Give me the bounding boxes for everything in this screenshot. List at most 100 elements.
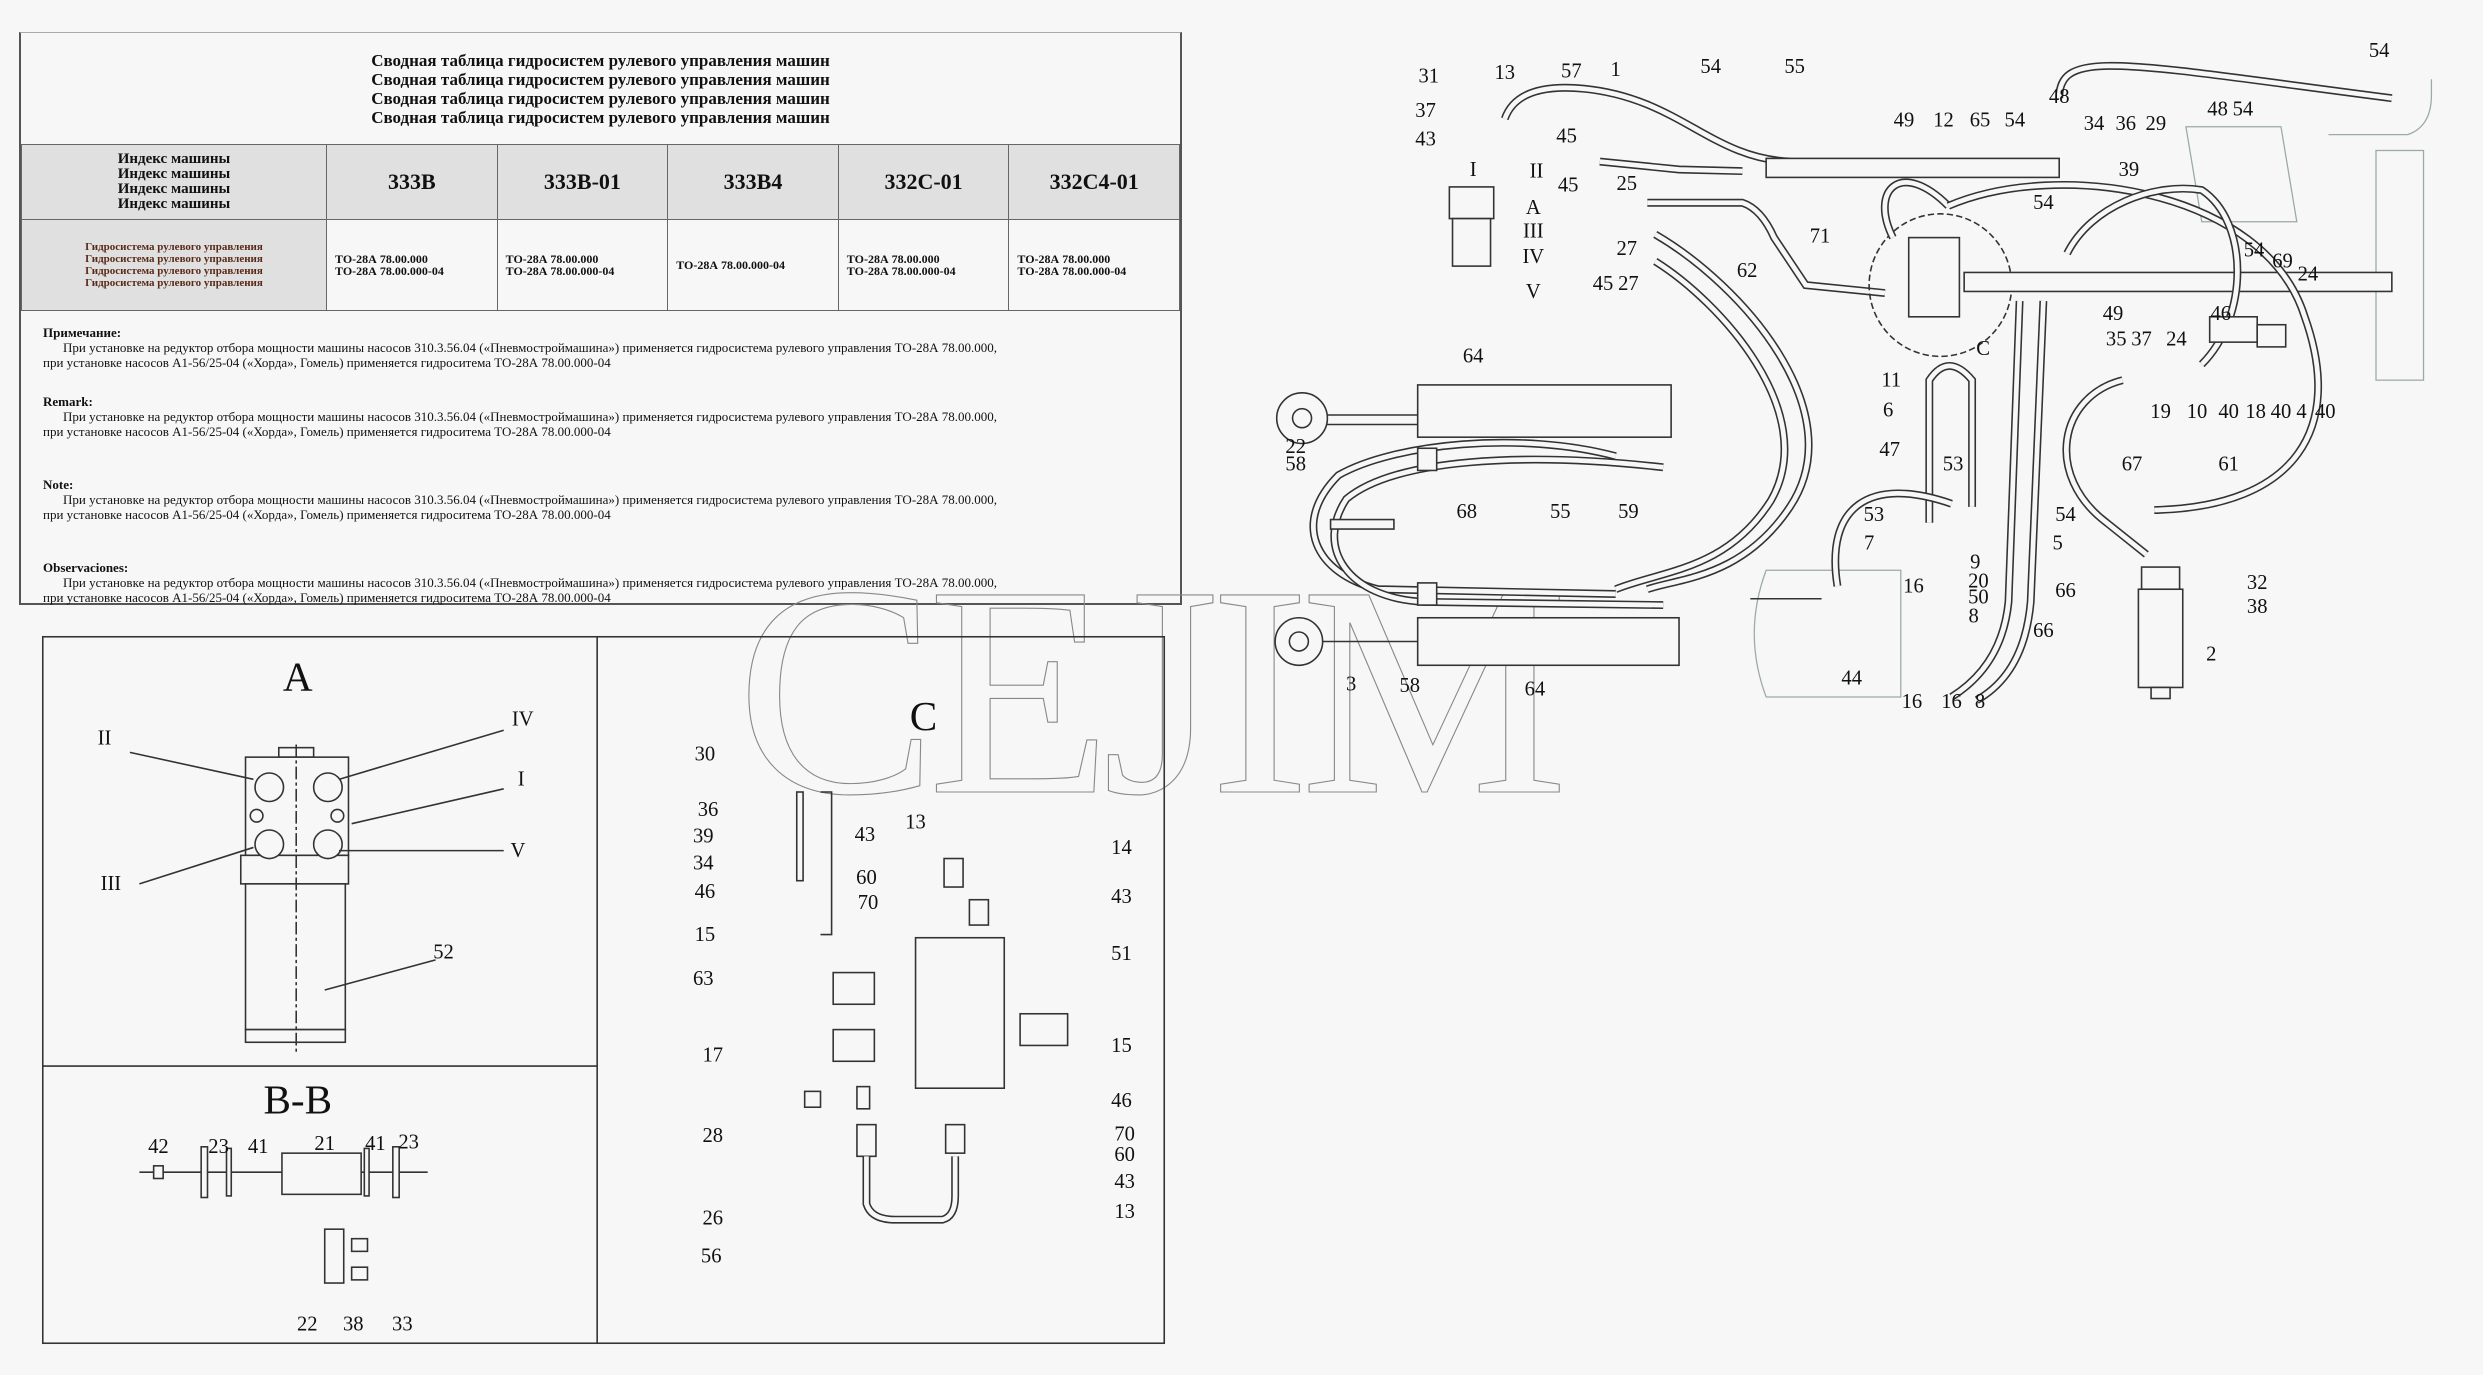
hose-59 [1646, 231, 1813, 593]
cell-line: ТО-28А 78.00.000 [846, 252, 940, 266]
callout-label: V [511, 840, 526, 862]
table-title: Сводная таблица гидросистем рулевого упр… [21, 33, 1180, 144]
details-frame [41, 635, 1166, 1345]
callout-label: 33 [392, 1314, 413, 1336]
table-cell: ТО-28А 78.00.000-04 [667, 219, 839, 311]
note-text: При установке на редуктор отбора мощност… [63, 409, 998, 424]
title-line: Сводная таблица гидросистем рулевого упр… [371, 50, 830, 70]
callout-label: 61 [2218, 453, 2239, 475]
callout-label: 54 [1700, 56, 1721, 78]
callout-label: 13 [905, 811, 926, 833]
cell-line: ТО-28А 78.00.000 [505, 252, 599, 266]
header-label-line: Индекс машины [117, 196, 231, 212]
steering-unit [1448, 186, 1495, 220]
callout-label: 53 [1943, 453, 1964, 475]
callout-label: 43 [1114, 1171, 1135, 1193]
callout-label: 60 [856, 867, 877, 889]
callout-label: 47 [1879, 439, 1900, 461]
callout-label: 56 [701, 1245, 722, 1267]
callout-label: 21 [314, 1133, 335, 1155]
summary-table: Сводная таблица гидросистем рулевого упр… [19, 32, 1182, 605]
steering-system-label: Гидросистема рулевого управления Гидроси… [21, 219, 327, 311]
callout-label: 46 [695, 881, 716, 903]
header-label-line: Индекс машины [117, 166, 231, 182]
callout-label: 48 [2049, 86, 2070, 108]
callout-label: II [1530, 160, 1544, 182]
callout-label: 22 [297, 1314, 318, 1336]
hose-49 [1946, 181, 2323, 515]
view-a-steering-unit [129, 729, 504, 1054]
note-text: при установке насосов А1-56/25-04 («Хорд… [43, 355, 611, 370]
callout-label: 55 [1550, 501, 1571, 523]
callout-label: 58 [1285, 453, 1306, 475]
callout-label: 51 [1111, 943, 1132, 965]
callout-label: 5 [2052, 533, 2062, 555]
hose-58 [1309, 438, 1617, 598]
callout-label: 62 [1737, 260, 1758, 282]
note-text: При установке на редуктор отбора мощност… [63, 575, 998, 590]
callout-label: 14 [1111, 837, 1132, 859]
note-ru: Примечание:При установке на редуктор отб… [43, 325, 1180, 370]
callout-label: 59 [1618, 501, 1639, 523]
callout-label: 43 [1415, 129, 1436, 151]
cell-line: ТО-28А 78.00.000-04 [1017, 264, 1127, 278]
note-es: Observaciones:При установке на редуктор … [43, 560, 1180, 605]
callout-label: 43 [1111, 886, 1132, 908]
view-c-valve [795, 791, 1069, 1224]
callout-label: 70 [858, 892, 879, 914]
callout-label: 35 [2106, 328, 2127, 350]
view-bb-title: B-B [263, 1077, 332, 1123]
callout-label: 34 [693, 853, 714, 875]
callout-label: II [98, 727, 112, 749]
callout-label: C [1976, 338, 1990, 360]
callout-label: 30 [695, 743, 716, 765]
view-c-title: C [910, 693, 937, 739]
callout-label: 20 [1968, 571, 1989, 593]
callout-label: 53 [1864, 504, 1885, 526]
table-row: Гидросистема рулевого управления Гидроси… [21, 219, 1180, 311]
callout-label: 45 [1558, 175, 1579, 197]
callout-label: 34 [2084, 113, 2105, 135]
callout-label: 16 [1941, 691, 1962, 713]
callout-label: 40 [2218, 401, 2239, 423]
filter-2 [2137, 588, 2184, 689]
callout-label: 64 [1525, 678, 1546, 700]
callout-label: 41 [365, 1133, 386, 1155]
note-text: При установке на редуктор отбора мощност… [63, 340, 998, 355]
callout-label: 26 [703, 1207, 724, 1229]
note-heading: Примечание: [43, 325, 122, 340]
note-text: При установке на редуктор отбора мощност… [63, 492, 998, 507]
cell-line: ТО-28А 78.00.000-04 [676, 258, 786, 272]
callout-label: 49 [1894, 110, 1915, 132]
model-header: 333B4 [667, 144, 839, 220]
hose-48 [2055, 61, 2393, 103]
hose-62 [1647, 198, 1886, 297]
note-heading: Remark: [43, 394, 93, 409]
callout-label: 41 [248, 1136, 269, 1158]
callout-label: 44 [1841, 667, 1862, 689]
note-heading: Note: [43, 477, 74, 492]
pipe-55 [1765, 157, 2060, 179]
callout-label: 7 [1864, 533, 1874, 555]
note-remark: Remark:При установке на редуктор отбора … [43, 394, 1180, 439]
callout-label: 28 [703, 1125, 724, 1147]
callout-label: I [518, 769, 525, 791]
callout-label: 13 [1114, 1201, 1135, 1223]
title-line: Сводная таблица гидросистем рулевого упр… [371, 107, 830, 127]
cell-line: ТО-28А 78.00.000 [1017, 252, 1111, 266]
callout-label: 27 [1616, 238, 1637, 260]
callout-label: 54 [2055, 504, 2076, 526]
callout-label: 8 [1969, 606, 1979, 628]
valve-block [1907, 236, 1961, 318]
callout-label: 25 [1616, 173, 1637, 195]
callout-label: 38 [343, 1314, 364, 1336]
machine-index-header: Индекс машины Индекс машины Индекс машин… [21, 144, 327, 220]
hose-57 [1501, 83, 1791, 166]
callout-label: 70 [1114, 1123, 1135, 1145]
header-row: Индекс машины Индекс машины Индекс машин… [21, 144, 1180, 220]
callout-label: 29 [2146, 113, 2167, 135]
callout-label: 11 [1881, 369, 1901, 391]
callout-label: 3 [1346, 674, 1356, 696]
model-header: 333B-01 [496, 144, 669, 220]
